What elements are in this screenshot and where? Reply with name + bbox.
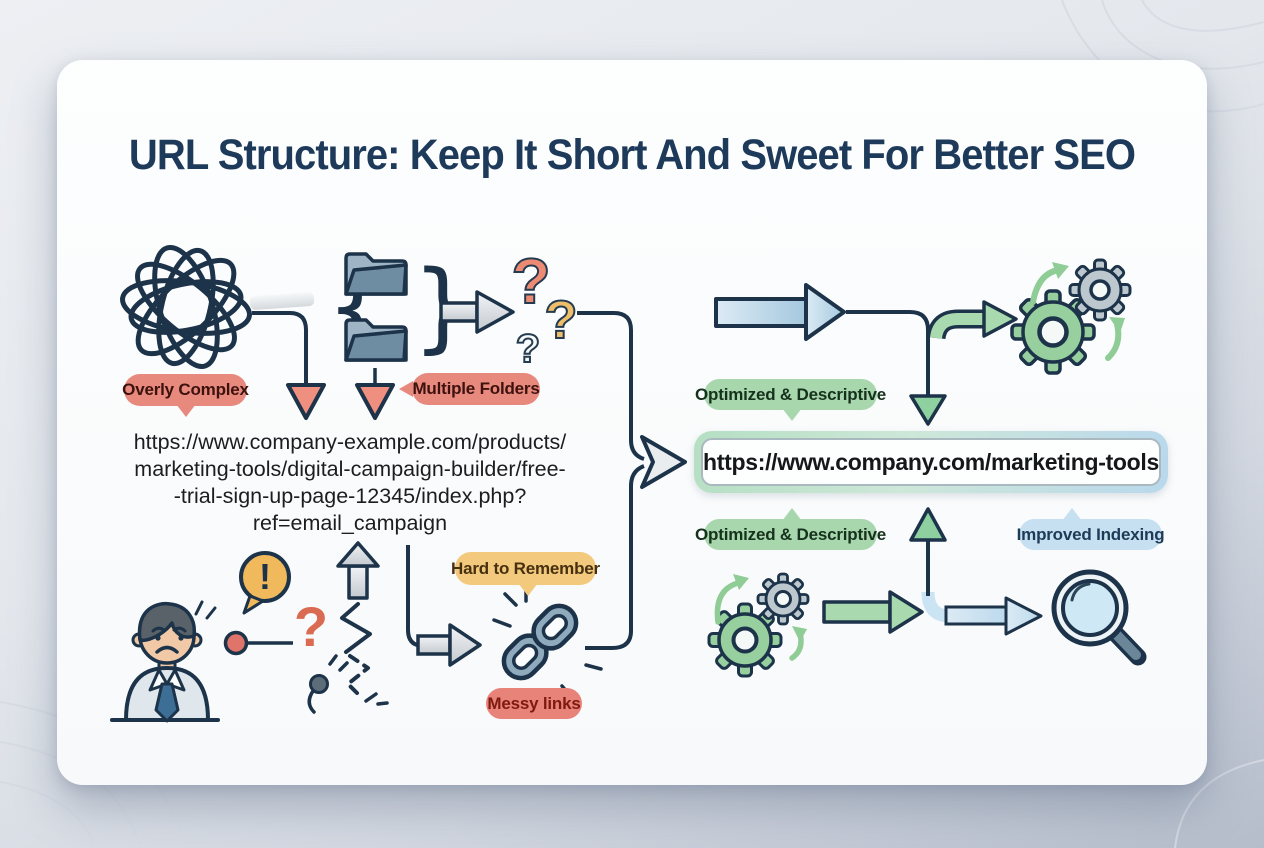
label-tail xyxy=(781,408,802,421)
label-tail xyxy=(1061,508,1082,521)
label-text: Multiple Folders xyxy=(412,379,540,398)
label-optimized-descriptive-bottom: Optimized & Descriptive xyxy=(695,508,886,550)
label-text: Optimized & Descriptive xyxy=(695,384,886,404)
label-text: Improved Indexing xyxy=(1016,524,1165,544)
label-text: Optimized & Descriptive xyxy=(695,524,886,544)
label-improved-indexing: Improved Indexing xyxy=(1016,508,1165,550)
bad-url-line: marketing-tools/digital-campaign-builder… xyxy=(134,457,566,481)
label-tail xyxy=(781,508,802,521)
label-optimized-descriptive-top: Optimized & Descriptive xyxy=(695,379,886,421)
good-url-text: https://www.company.com/marketing-tools xyxy=(701,438,1162,486)
label-hard-to-remember: Hard to Remember xyxy=(451,552,600,596)
bad-url-line: https://www.company-example.com/products… xyxy=(133,430,567,454)
bad-url-text: https://www.company-example.com/products… xyxy=(95,429,605,537)
label-overly-complex: Overly Complex xyxy=(122,374,249,417)
label-text: Overly Complex xyxy=(122,380,249,399)
label-text: Hard to Remember xyxy=(451,558,600,578)
label-text: Messy links xyxy=(487,693,581,713)
bad-url-line: ref=email_campaign xyxy=(252,511,448,535)
label-tail xyxy=(518,583,539,596)
good-url-box: https://www.company.com/marketing-tools xyxy=(694,431,1168,493)
label-messy-links: Messy links xyxy=(486,688,582,719)
label-tail xyxy=(399,381,413,397)
page-title: URL Structure: Keep It Short And Sweet F… xyxy=(128,131,1136,179)
label-tail xyxy=(175,404,196,417)
bad-url-line: -trial-sign-up-page-12345/index.php? xyxy=(173,484,527,508)
label-multiple-folders: Multiple Folders xyxy=(399,373,540,405)
